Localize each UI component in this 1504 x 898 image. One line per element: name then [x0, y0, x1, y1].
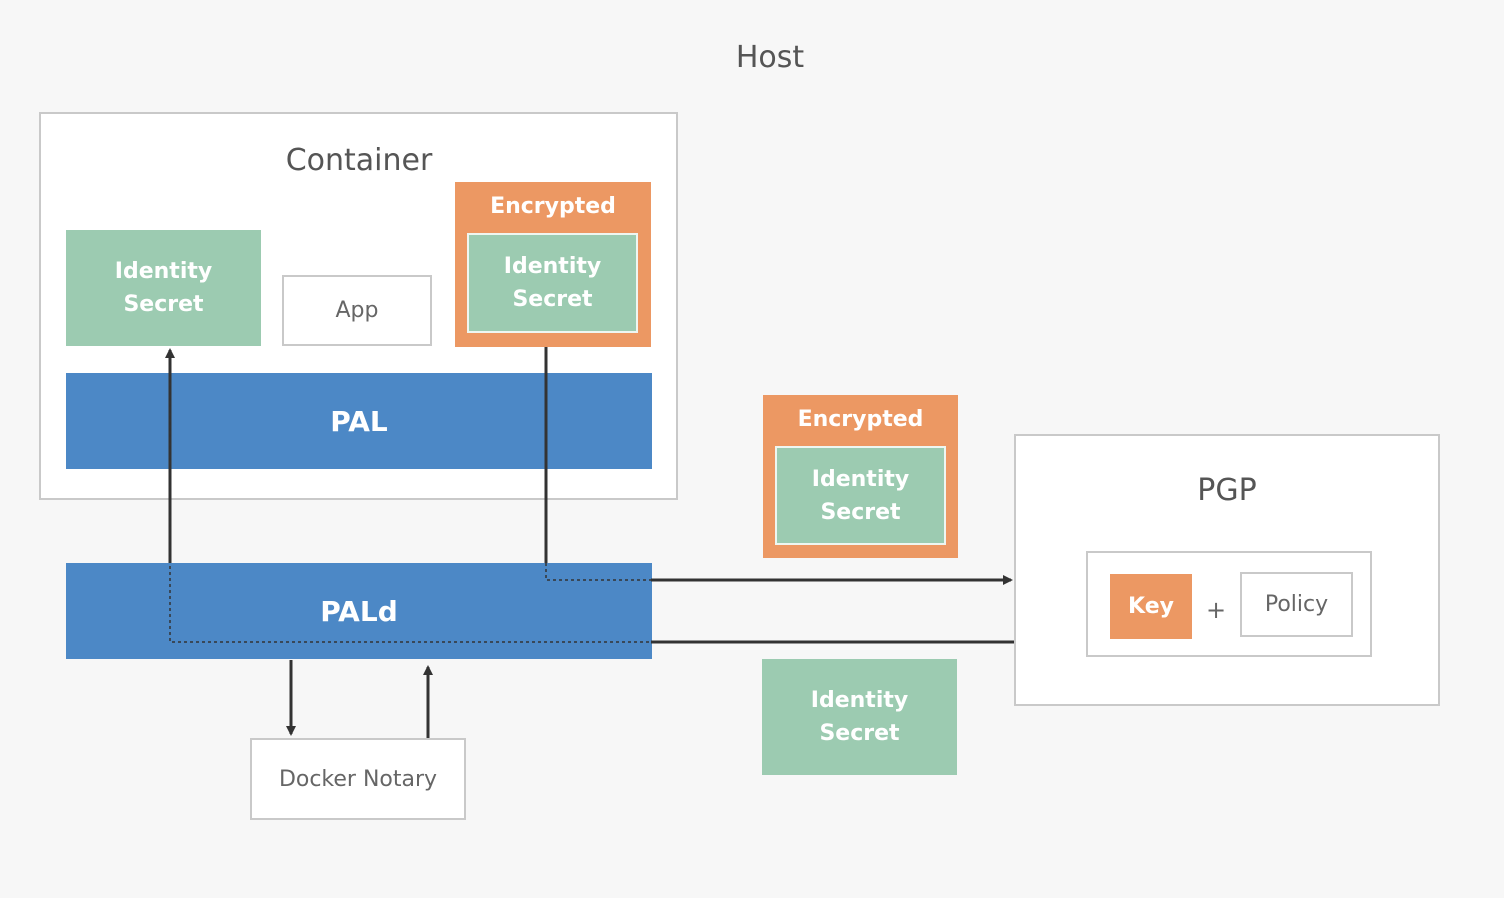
identity-label: Identity: [114, 259, 213, 284]
encrypted-identity-secret: Identity Secret: [467, 233, 638, 333]
encrypted-label: Encrypted: [490, 194, 616, 219]
pgp-title: PGP: [1197, 473, 1257, 508]
pal-bar: PAL: [66, 373, 652, 469]
secret-label: Secret: [819, 721, 900, 746]
docker-notary-label: Docker Notary: [278, 766, 438, 792]
identity-label: Identity: [811, 466, 910, 492]
policy-label: Policy: [1264, 592, 1329, 617]
key-box: Key: [1110, 574, 1192, 639]
pal-label: PAL: [330, 404, 388, 438]
app-box: App: [282, 275, 432, 346]
docker-notary-box: Docker Notary: [250, 738, 466, 820]
key-label: Key: [1128, 594, 1174, 619]
secret-label: Secret: [512, 287, 593, 312]
middle-encrypted-box: Encrypted Identity Secret: [763, 395, 958, 558]
container-encrypted-box: Encrypted Identity Secret: [455, 182, 651, 347]
secret-label: Secret: [820, 499, 901, 525]
middle-identity-secret: Identity Secret: [762, 659, 957, 775]
pald-bar: PALd: [66, 563, 652, 659]
app-label: App: [335, 298, 379, 323]
secret-label: Secret: [123, 292, 204, 317]
identity-label: Identity: [503, 254, 602, 279]
plus-sign: +: [1205, 596, 1227, 624]
encrypted-label: Encrypted: [797, 407, 924, 432]
encrypted-identity-secret: Identity Secret: [775, 446, 946, 545]
host-title: Host: [735, 40, 805, 75]
dotted-path-2: [545, 563, 651, 581]
dotted-path: [169, 350, 651, 643]
pald-label: PALd: [320, 594, 398, 628]
container-title: Container: [285, 143, 433, 178]
policy-box: Policy: [1240, 572, 1353, 637]
identity-label: Identity: [810, 688, 909, 713]
container-identity-secret: Identity Secret: [66, 230, 261, 346]
